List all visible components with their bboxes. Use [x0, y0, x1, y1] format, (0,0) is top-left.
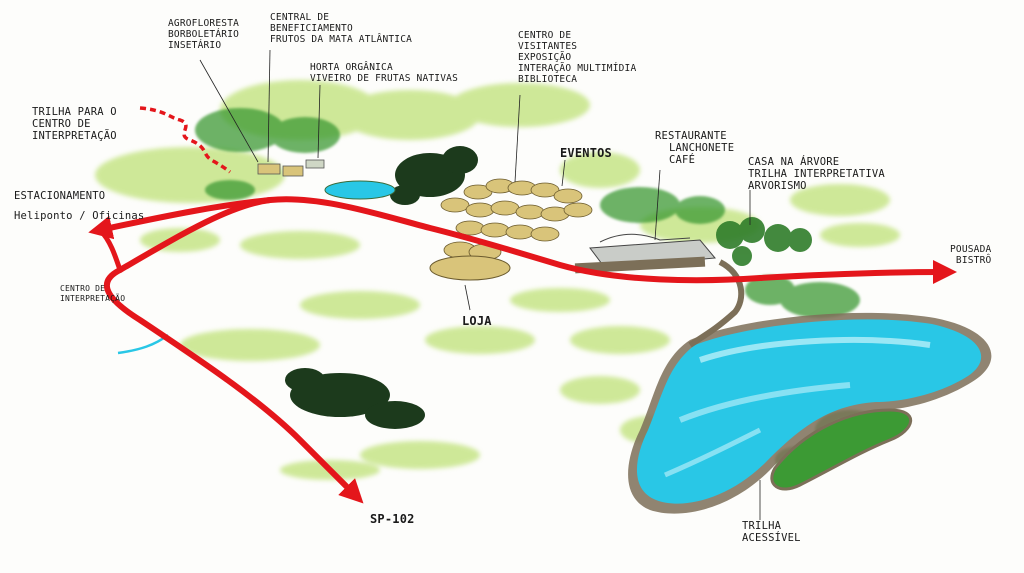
- label-trilha-centro: Trilha para o Centro de Interpretação: [32, 106, 117, 142]
- label-trilha-acessivel: Trilha Acessível: [742, 520, 801, 544]
- canopy-trees: [716, 217, 812, 266]
- trail-dashed: [139, 106, 232, 174]
- label-restaurante: Restaurante Lanchonete Café: [655, 130, 735, 166]
- roads: [88, 196, 957, 504]
- small-pond: [324, 180, 396, 200]
- agro-buildings: [257, 159, 325, 177]
- label-centro-interpretacao: Centro de Interpretação: [60, 284, 126, 303]
- visitor-center-roofs: [440, 178, 593, 261]
- label-pousada: Pousada Bistrô: [950, 244, 992, 266]
- label-horta-organica: Horta orgânica Viveiro de frutas nativas: [310, 62, 458, 84]
- dark-tree-clusters: [285, 146, 478, 429]
- label-eventos: Eventos: [560, 146, 612, 160]
- accessible-boardwalk: [688, 259, 745, 348]
- label-estacionamento: Estacionamento: [14, 190, 106, 202]
- lake: [628, 312, 992, 514]
- lake-island: [770, 408, 913, 491]
- label-centro-visitantes: Centro de Visitantes Exposição Interação…: [518, 30, 637, 85]
- label-loja: Loja: [462, 314, 492, 328]
- label-heliponto: Heliponto / Oficinas: [14, 210, 145, 222]
- leader-lines: [199, 49, 761, 520]
- loja-platform: [429, 255, 511, 281]
- label-agrofloresta: Agrofloresta Borboletário Insetário: [168, 18, 240, 51]
- light-vegetation: [95, 80, 900, 480]
- label-casa-arvore: Casa na árvore Trilha interpretativa Arv…: [748, 156, 885, 192]
- restaurant-building: [574, 233, 716, 274]
- label-sp102: SP-102: [370, 512, 415, 526]
- stream: [117, 334, 169, 355]
- label-central-beneficiamento: Central de Beneficiamento Frutos da Mata…: [270, 12, 413, 45]
